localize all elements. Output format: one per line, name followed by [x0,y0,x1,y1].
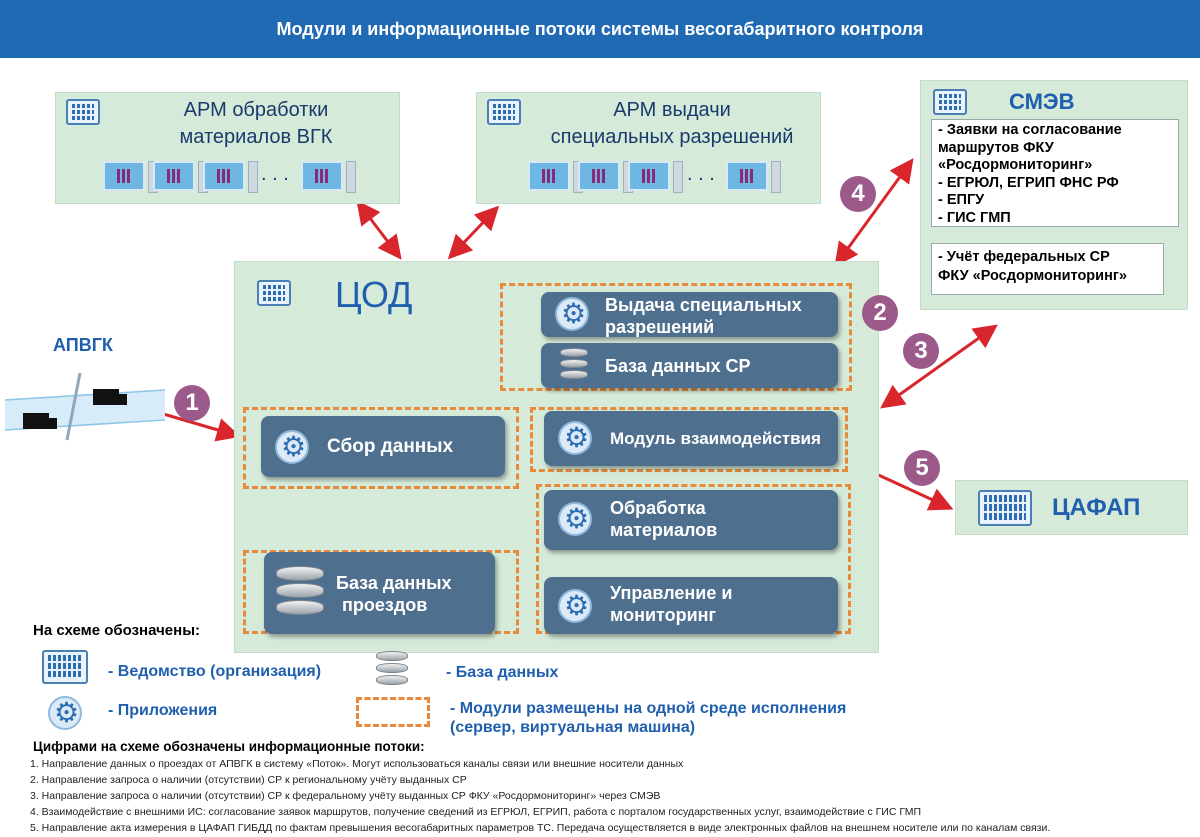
computer-icon [726,161,768,191]
module-interaction[interactable]: Модуль взаимодействия [544,411,838,466]
flow-item: 1. Направление данных о проездах от АПВГ… [30,758,684,770]
legend-env-line2: (сервер, виртуальная машина) [450,719,696,736]
road-illustration [5,372,165,441]
module-label: мониторинг [610,605,717,625]
smev-requests-box: - Заявки на согласование маршрутов ФКУ «… [931,119,1179,227]
module-control[interactable]: Управление и мониторинг [544,577,838,634]
ellipsis: . . . [261,163,289,185]
smev-panel: СМЭВ - Заявки на согласование маршрутов … [920,80,1188,310]
server-icon [933,89,967,115]
computer-icon [153,161,195,191]
app-icon [558,589,592,623]
module-label: База данных [336,573,452,593]
cafap-title: ЦАФАП [1052,494,1141,521]
legend-env: - Модули размещены на одной среде исполн… [450,699,846,737]
arm-vgk-panel: АРМ обработки материалов ВГК . . . [55,92,400,204]
arm-sr-panel: АРМ выдачи специальных разрешений . . . [476,92,821,204]
smev-item: - ЕПГУ [938,192,985,208]
cafap-panel: ЦАФАП [955,480,1188,535]
module-label: материалов [610,520,718,540]
computer-icon [528,161,570,191]
apvgk-label: АПВГК [53,335,113,355]
flow-number-3: 3 [903,333,939,369]
module-label: База данных СР [605,356,751,376]
server-icon [257,280,291,306]
computer-icon [103,161,145,191]
flow-item: 2. Направление запроса о наличии (отсутс… [30,774,467,786]
smev-federal-line: - Учёт федеральных СР [938,249,1110,265]
module-db-sr[interactable]: База данных СР [541,343,838,388]
smev-federal-box: - Учёт федеральных СР ФКУ «Росдормонитор… [931,243,1164,295]
module-issue-permits[interactable]: Выдача специальных разрешений [541,292,838,337]
flow-item: 4. Взаимодействие с внешними ИС: согласо… [30,806,922,818]
flow-number-5: 5 [904,450,940,486]
flow-item: 3. Направление запроса о наличии (отсутс… [30,790,661,802]
module-processing[interactable]: Обработка материалов [544,490,838,550]
arm-vgk-title-line1: АРМ обработки [183,99,329,121]
app-icon [558,421,592,455]
env-group-sr [500,283,852,391]
computer-icon [628,161,670,191]
module-collect[interactable]: Сбор данных [261,416,505,477]
module-label: Выдача специальных [605,295,802,315]
env-group-interaction [530,407,848,472]
legend-org: - Ведомство (организация) [108,663,322,680]
flow-number-4: 4 [840,176,876,212]
smev-item: маршрутов ФКУ [938,139,1054,156]
module-passages-db[interactable]: База данных проездов [264,552,495,634]
computer-icon [203,161,245,191]
server-icon [42,650,88,684]
smev-item: «Росдормониторинг» [938,157,1093,173]
legend-db: - База данных [446,664,559,681]
flow-item: 5. Направление акта измерения в ЦАФАП ГИ… [30,822,1051,834]
legend-heading: На схеме обозначены: [33,622,200,639]
module-label: Сбор данных [327,436,454,457]
arrow-apvgk [159,411,241,442]
page-title: Модули и информационные потоки системы в… [0,0,1200,58]
smev-item: - ГИС ГМП [938,209,1011,226]
module-label: Управление и [610,583,733,603]
arm-sr-title-line2: специальных разрешений [550,126,794,148]
flows-heading: Цифрами на схеме обозначены информационн… [33,739,425,754]
app-icon [558,502,592,536]
tsod-title: ЦОД [335,274,413,315]
smev-federal-line: ФКУ «Росдормониторинг» [938,268,1127,284]
arm-vgk-title-line2: материалов ВГК [179,126,333,148]
arrow-smev [834,158,914,267]
arrow-federal [880,324,998,409]
module-label: Модуль взаимодействия [610,429,821,448]
legend-apps: - Приложения [108,702,218,719]
arrow-cafap [871,470,954,511]
smev-item: - Заявки на согласование [938,122,1122,138]
legend-dash-sample [356,697,430,727]
module-label: Обработка [610,498,706,518]
flow-number-1: 1 [174,385,210,421]
app-icon [48,696,82,730]
computer-icon [578,161,620,191]
database-icon [276,566,324,624]
ellipsis: . . . [687,163,715,185]
server-icon [66,99,100,125]
database-icon [560,348,588,382]
flows-list: 1. Направление данных о проездах от АПВГ… [30,756,1195,836]
flow-number-2: 2 [862,295,898,331]
arrow-arm-vgk [356,200,402,260]
smev-item: - ЕГРЮЛ, ЕГРИП ФНС РФ [938,174,1119,191]
env-group-collect [243,407,519,489]
arrow-arm-sr [447,205,500,260]
app-icon [555,297,589,331]
legend-env-line1: - Модули размещены на одной среде исполн… [450,700,847,717]
arm-sr-title-line1: АРМ выдачи [613,99,731,121]
server-icon [487,99,521,125]
module-label: проездов [342,595,428,615]
smev-title: СМЭВ [1009,89,1075,114]
server-icon [978,490,1032,526]
app-icon [275,430,309,464]
database-icon [376,651,408,689]
computer-icon [301,161,343,191]
module-label: разрешений [605,317,715,337]
